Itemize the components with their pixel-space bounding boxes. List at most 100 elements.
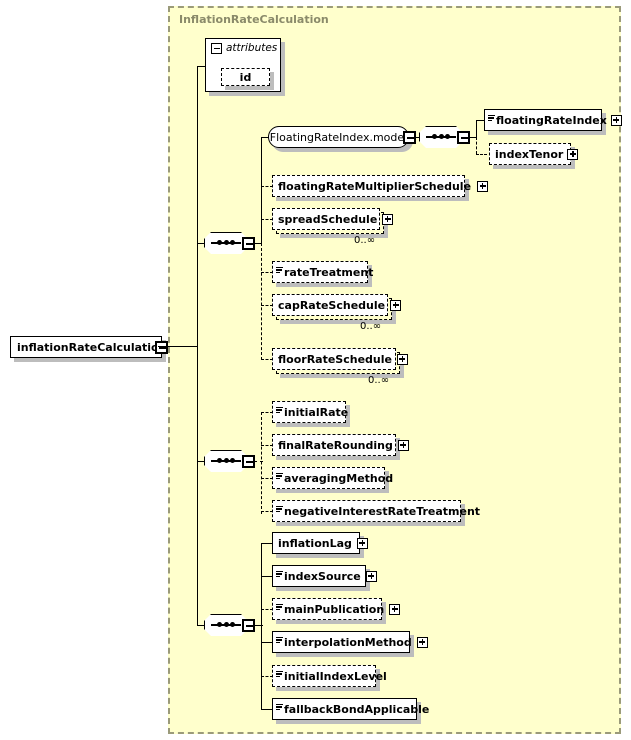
element-label: initialIndexLevel [284,669,387,683]
connector-to-floatingRateIndex [476,120,486,122]
occurrence-label: 0..∞ [368,375,390,386]
connector-root-to-trunk [158,346,198,348]
element-spreadSchedule[interactable]: spreadSchedule [272,208,394,238]
expander-plus-icon[interactable] [389,603,401,615]
element-label: interpolationMethod [284,635,412,649]
connector-to-negativeInterestRateTreatment [261,511,273,512]
expander-plus-icon[interactable] [356,537,368,549]
connector-to-inflationLag [261,543,273,545]
expander-plus-icon[interactable] [396,353,408,365]
sequence-3-compositor[interactable] [204,614,252,640]
element-label: initialRate [284,405,349,419]
connector-to-initialRate [261,412,273,413]
expander-plus-icon[interactable] [397,439,409,451]
occurrence-label: 0..∞ [354,235,376,246]
element-label: indexTenor [495,147,564,161]
connector-to-indexTenor [476,154,487,155]
branch-bus-seq1-solid [261,137,263,243]
simple-type-icon [276,670,283,682]
element-fallbackBondApplicable[interactable]: fallbackBondApplicable [272,698,429,724]
attributes-expander-minus-icon[interactable] [211,43,222,54]
element-negativeInterestRateTreatment[interactable]: negativeInterestRateTreatment [272,500,480,526]
connector-to-mainPublication [261,609,273,610]
occurrence-label: 0..∞ [360,321,382,332]
group-ref-FloatingRateIndex-model[interactable]: FloatingRateIndex.model [268,126,409,148]
connector-to-floatingRateMultiplierSchedule [261,186,273,187]
expander-plus-icon[interactable] [390,299,402,311]
element-label: rateTreatment [284,265,374,279]
branch-bus-seq1-dashed [261,243,262,360]
connector-to-rateTreatment [261,272,273,273]
element-finalRateRounding[interactable]: finalRateRounding [272,434,409,460]
connector-trunk-to-sequence-3 [197,625,205,627]
root-element-inflationRateCalculation[interactable]: inflationRateCalculation [10,336,168,362]
element-rateTreatment[interactable]: rateTreatment [272,261,373,287]
trunk-main [197,66,199,626]
attributes-group[interactable]: attributes id [205,38,285,96]
connector-to-initialIndexLevel [261,676,273,677]
connector-trunk-to-attributes [197,66,207,68]
element-label: spreadSchedule [278,212,378,226]
nested-branch-bus-dashed [476,137,477,154]
element-capRateSchedule[interactable]: capRateSchedule [272,294,402,324]
element-label: mainPublication [284,602,385,616]
simple-type-icon [276,505,283,517]
element-floatingRateMultiplierSchedule[interactable]: floatingRateMultiplierSchedule [272,175,489,201]
element-averagingMethod[interactable]: averagingMethod [272,467,393,493]
simple-type-icon [488,114,495,126]
connector-nested-seq-out [469,137,477,139]
connector-to-averagingMethod [261,478,273,479]
element-initialIndexLevel[interactable]: initialIndexLevel [272,665,387,691]
element-floatingRateIndex[interactable]: floatingRateIndex [484,109,622,135]
element-floorRateSchedule[interactable]: floorRateSchedule [272,348,408,378]
sequence-2-compositor[interactable] [204,450,252,476]
expander-plus-icon[interactable] [567,148,579,160]
branch-bus-seq2 [261,412,262,514]
expander-plus-icon[interactable] [416,636,428,648]
connector-groupref-to-nested-seq [414,137,422,139]
expander-plus-icon[interactable] [610,114,622,126]
connector-to-spreadSchedule [261,219,273,220]
connector-to-finalRateRounding [261,445,273,446]
group-ref-label: FloatingRateIndex.model [269,130,408,144]
connector-seq3-out [254,625,263,627]
connector-to-interpolationMethod [261,642,273,644]
element-mainPublication[interactable]: mainPublication [272,598,401,624]
element-label: averagingMethod [284,471,394,485]
nested-sequence-compositor[interactable] [419,126,467,152]
container-title: InflationRateCalculation [179,13,329,26]
element-indexSource[interactable]: indexSource [272,565,377,591]
element-inflationLag[interactable]: inflationLag [272,532,368,558]
element-label: capRateSchedule [278,298,386,312]
connector-to-fallbackBondApplicable [261,709,273,711]
element-label: fallbackBondApplicable [284,702,430,716]
element-label: floatingRateMultiplierSchedule [278,179,472,193]
connector-trunk-to-sequence-1 [197,243,205,245]
connector-seq1-out [254,243,262,245]
connector-to-capRateSchedule [261,305,273,306]
connector-to-floatingrateindex-model [261,137,269,139]
expander-plus-icon[interactable] [382,213,394,225]
simple-type-icon [276,570,283,582]
attribute-id[interactable]: id [221,68,270,86]
attribute-id-label: id [239,70,252,84]
element-interpolationMethod[interactable]: interpolationMethod [272,631,428,657]
element-label: indexSource [284,569,361,583]
simple-type-icon [276,266,283,278]
element-indexTenor[interactable]: indexTenor [489,143,579,169]
simple-type-icon [276,603,283,615]
branch-bus-seq3-solid [261,543,263,709]
simple-type-icon [276,406,283,418]
expander-plus-icon[interactable] [365,570,377,582]
sequence-1-compositor[interactable] [204,232,252,258]
element-initialRate[interactable]: initialRate [272,401,350,427]
connector-to-indexSource [261,576,273,578]
expander-plus-icon[interactable] [477,180,489,192]
element-label: finalRateRounding [278,438,393,452]
element-label: inflationLag [278,536,352,550]
simple-type-icon [276,703,283,715]
connector-to-floorRateSchedule [261,359,273,360]
connector-seq2-out [254,461,263,462]
element-label: floatingRateIndex [496,113,607,127]
